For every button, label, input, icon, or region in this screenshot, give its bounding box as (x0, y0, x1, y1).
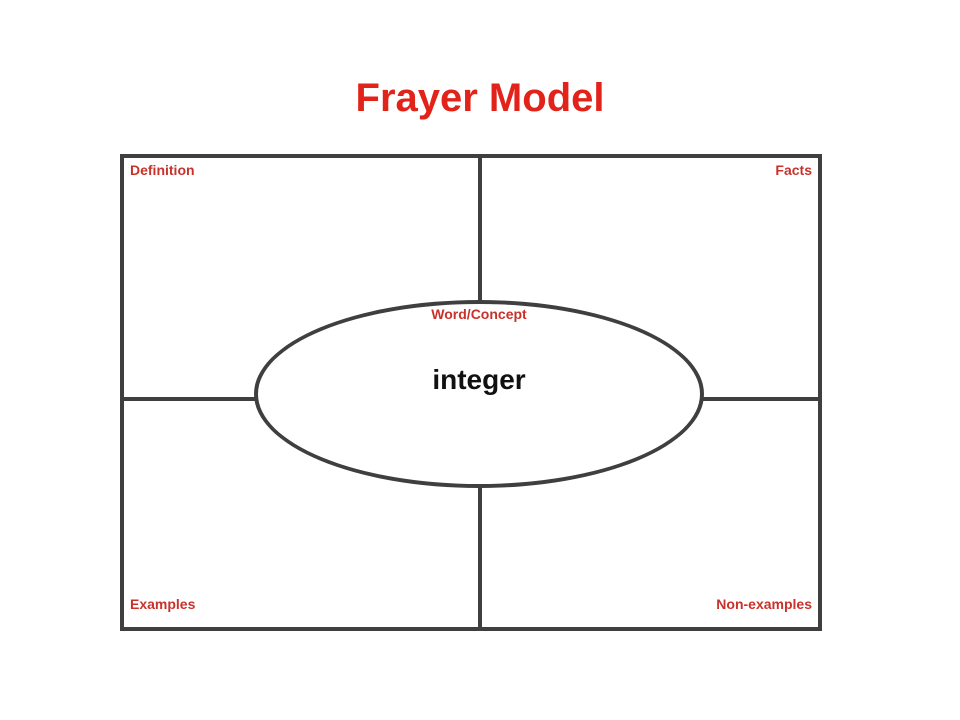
divider-vertical-bottom (478, 484, 482, 631)
quadrant-label-examples: Examples (130, 596, 196, 612)
divider-horizontal-left (120, 397, 256, 401)
center-ellipse (254, 300, 704, 488)
divider-vertical-top (478, 154, 482, 304)
quadrant-label-facts: Facts (775, 162, 812, 178)
page-title: Frayer Model (355, 76, 605, 120)
center-word: integer (432, 364, 526, 395)
divider-horizontal-right (702, 397, 822, 401)
center-label: Word/Concept (431, 306, 527, 322)
quadrant-label-definition: Definition (130, 162, 195, 178)
frayer-frame (120, 154, 822, 631)
quadrant-label-non-examples: Non-examples (716, 596, 812, 612)
